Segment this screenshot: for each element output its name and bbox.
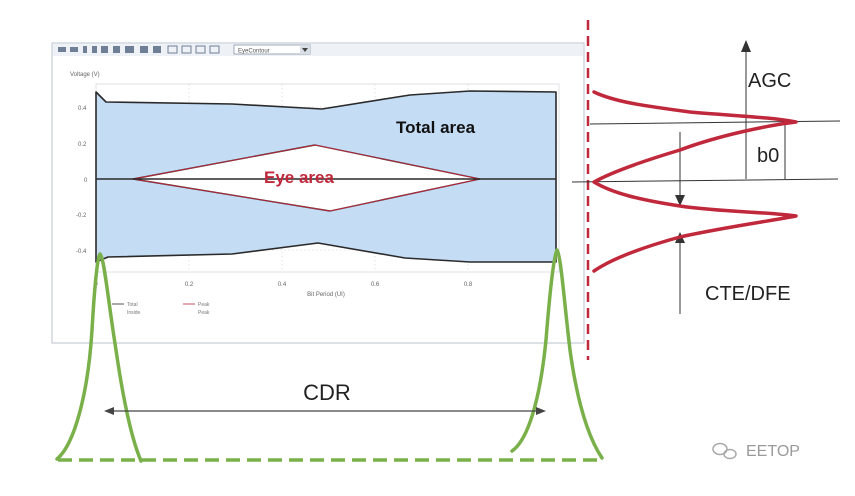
arrow-right-icon: [536, 407, 546, 415]
toolbar: EyeContour: [53, 44, 583, 56]
y-axis-label: Voltage (V): [70, 72, 100, 78]
x-tick-label: 0.6: [371, 282, 380, 288]
agc-arrow-icon: [741, 40, 751, 52]
legend-sublabel: Inside: [127, 310, 141, 316]
x-tick-label: 0.2: [185, 282, 194, 288]
legend-label: Total: [127, 302, 138, 308]
toolbar-dropdown[interactable]: EyeContour: [233, 44, 311, 55]
voltage-distribution-curve: [592, 90, 798, 273]
y-tick-label: 0.2: [78, 142, 87, 148]
eye-area-label: Eye area: [264, 168, 334, 187]
toolbar-forward-button[interactable]: [70, 47, 78, 52]
toolbar-grid-icon[interactable]: [125, 46, 134, 53]
agc-label: AGC: [748, 70, 791, 92]
x-tick-label: 0.8: [464, 282, 473, 288]
chevron-down-icon: [302, 48, 308, 52]
x-axis-label: Bit Period (UI): [307, 292, 345, 298]
wechat-icon: [712, 442, 737, 460]
watermark: EETOP: [712, 442, 800, 460]
x-tick-label: 0.4: [278, 282, 287, 288]
toolbar-window-icon[interactable]: [195, 45, 206, 54]
toolbar-copy-icon[interactable]: [140, 46, 148, 53]
cdr-right-distribution: [510, 248, 604, 460]
cdr-left-distribution: [55, 252, 143, 463]
arrow-left-icon: [104, 407, 114, 415]
cdr-label: CDR: [303, 380, 351, 405]
toolbar-cursor-icon[interactable]: [92, 46, 97, 53]
cte-dfe-label: CTE/DFE: [705, 283, 791, 305]
y-tick-label: -0.2: [76, 213, 87, 219]
toolbar-zoom-icon[interactable]: [101, 46, 108, 53]
legend-sublabel: Peak: [198, 310, 210, 316]
plot-legend: Total Inside Peak Peak: [112, 302, 210, 316]
toolbar-export-icon[interactable]: [181, 45, 192, 54]
y-tick-label: -0.4: [76, 249, 87, 255]
arrow-down-icon: [675, 195, 685, 206]
toolbar-pin-icon[interactable]: [83, 46, 87, 53]
toolbar-list-icon[interactable]: [153, 46, 161, 53]
toolbar-table-icon[interactable]: [167, 45, 178, 54]
legend-label: Peak: [198, 302, 210, 308]
y-tick-labels: 0.4 0.2 0 -0.2 -0.4: [76, 106, 88, 255]
toolbar-pan-icon[interactable]: [113, 46, 120, 53]
y-tick-label: 0: [84, 178, 88, 184]
toolbar-back-button[interactable]: [58, 47, 66, 52]
y-tick-label: 0.4: [78, 106, 87, 112]
watermark-text: EETOP: [746, 443, 800, 460]
total-area-label: Total area: [396, 118, 476, 137]
toolbar-settings-icon[interactable]: [209, 45, 220, 54]
level-reference-lines: [571, 46, 841, 183]
toolbar-dropdown-value: EyeContour: [238, 49, 270, 55]
b0-label: b0: [757, 145, 779, 167]
